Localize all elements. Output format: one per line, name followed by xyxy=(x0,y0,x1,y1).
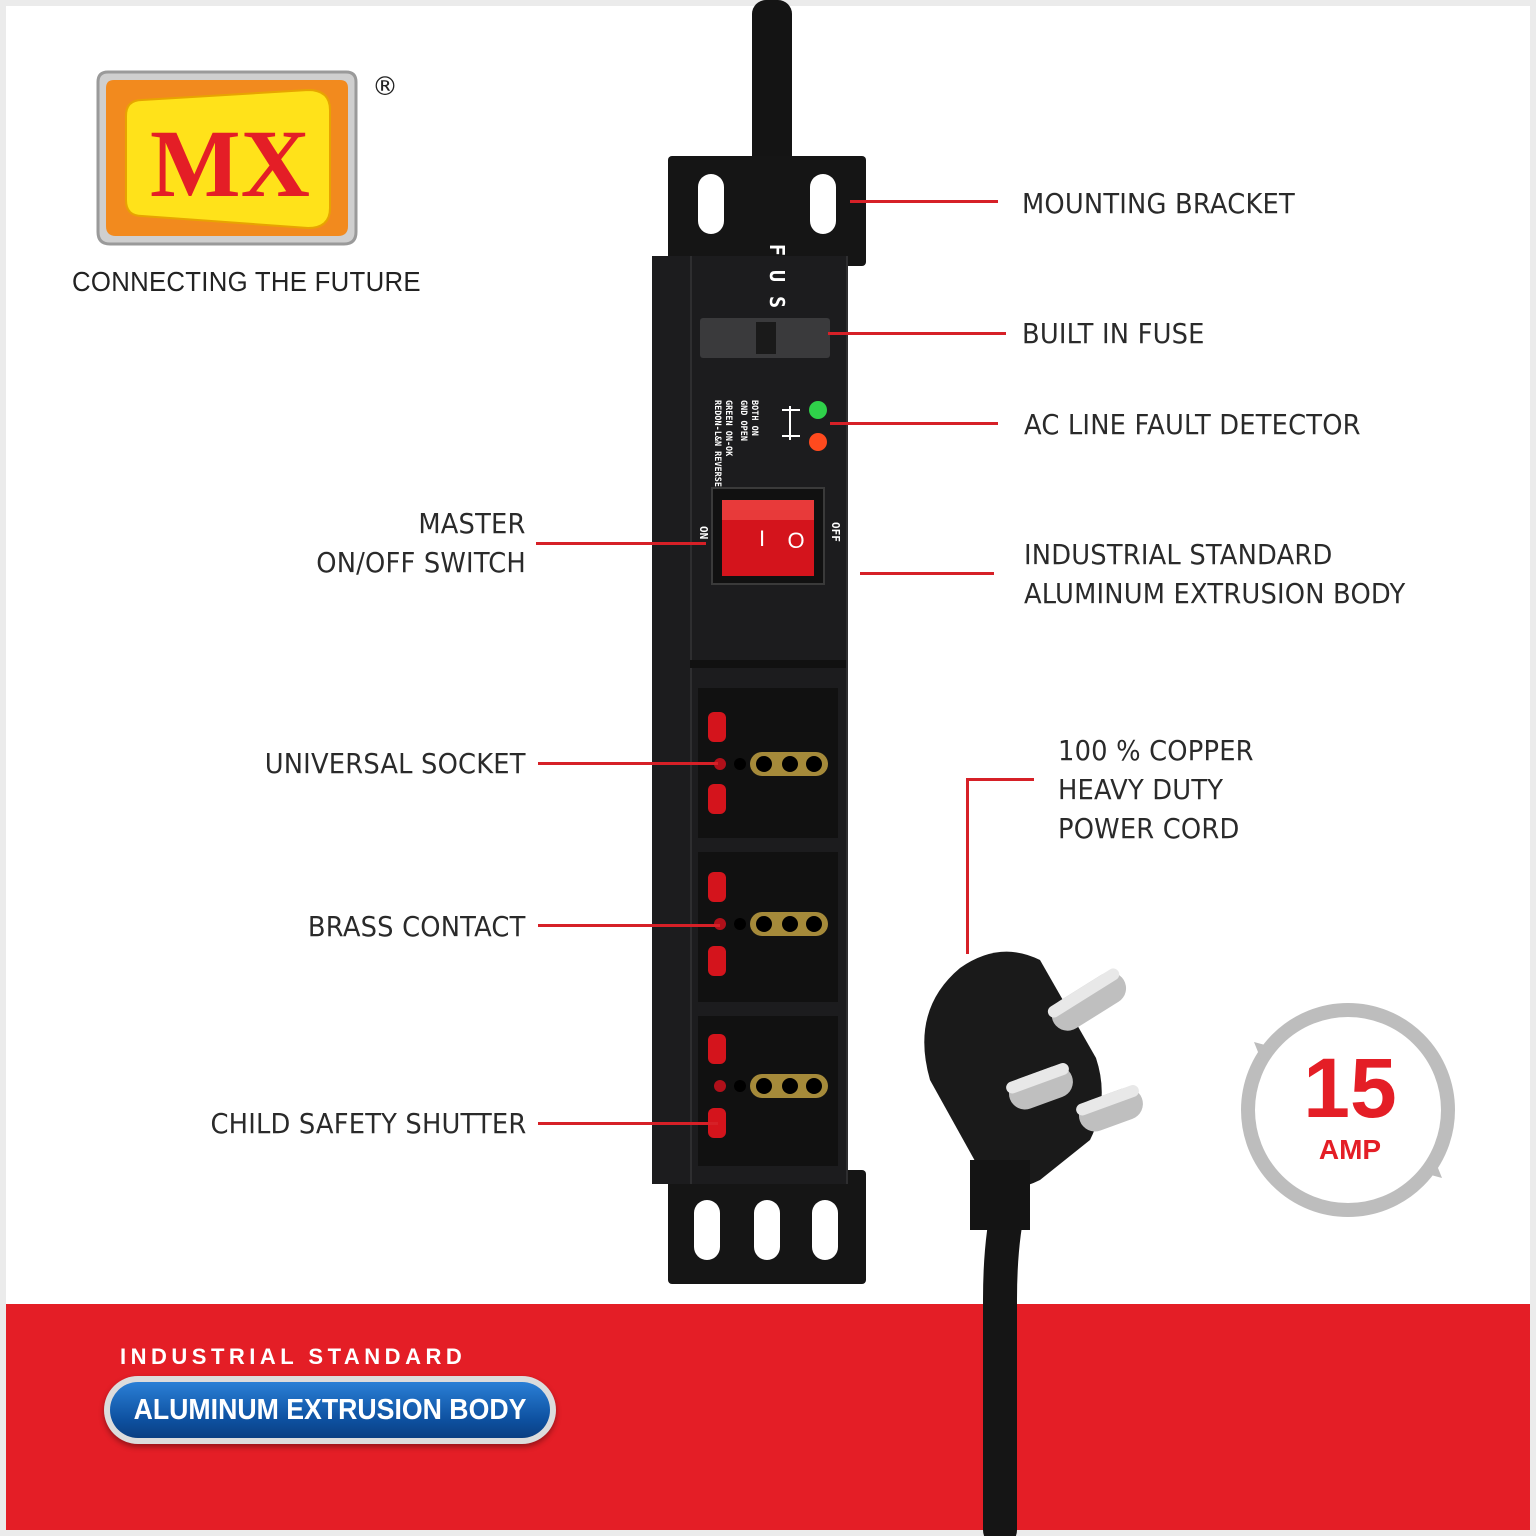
registered-mark: ® xyxy=(372,72,398,102)
amp-rating-ring xyxy=(1241,1003,1455,1217)
leader-mounting xyxy=(850,200,998,203)
three-pin-plug xyxy=(924,951,1143,1536)
leader-universal xyxy=(538,762,718,765)
svg-text:GREEN ON-OK: GREEN ON-OK xyxy=(723,400,733,457)
switch-on-label: ON xyxy=(697,526,710,539)
badge-pill: ALUMINUM EXTRUSION BODY xyxy=(104,1376,556,1444)
switch-off-label: OFF xyxy=(829,522,842,542)
amp-rating-value: 15 xyxy=(1303,1041,1397,1135)
fuse-holder xyxy=(700,318,830,358)
callout-cord-line1: 100 % COPPER xyxy=(1058,734,1254,767)
fault-detector-symbol xyxy=(782,406,800,440)
mounting-bracket-top xyxy=(668,156,866,266)
callout-built-in-fuse: BUILT IN FUSE xyxy=(1022,317,1205,350)
svg-text:I: I xyxy=(759,526,765,551)
callout-cord-line3: POWER CORD xyxy=(1058,812,1240,845)
logo-text: MX xyxy=(150,110,310,217)
mx-logo: MX xyxy=(96,70,358,246)
callout-child-safety: CHILD SAFETY SHUTTER xyxy=(210,1107,526,1140)
red-led xyxy=(809,433,827,451)
svg-text:O: O xyxy=(787,528,804,553)
fault-detector-legend: BOTH ON GND OPEN GREEN ON-OK REDON-L&N R… xyxy=(712,400,759,492)
socket-3 xyxy=(698,1016,838,1166)
leader-fuse xyxy=(828,332,1006,335)
master-switch[interactable]: I O xyxy=(711,487,825,585)
callout-brass-contact: BRASS CONTACT xyxy=(308,910,526,943)
svg-text:BOTH ON: BOTH ON xyxy=(749,400,759,436)
leader-shutter xyxy=(538,1122,718,1125)
leader-brass xyxy=(538,924,720,927)
leader-fault xyxy=(830,422,998,425)
callout-master-line1: MASTER xyxy=(418,507,526,540)
svg-text:GND OPEN: GND OPEN xyxy=(738,400,748,441)
badge-title: INDUSTRIAL STANDARD xyxy=(120,1344,467,1369)
mounting-bracket-bottom xyxy=(668,1170,866,1284)
callout-master-line2: ON/OFF SWITCH xyxy=(316,546,526,579)
socket-2 xyxy=(698,852,838,1002)
callout-cord-line2: HEAVY DUTY xyxy=(1058,773,1224,806)
callout-ac-line-fault: AC LINE FAULT DETECTOR xyxy=(1024,408,1361,441)
leader-body xyxy=(860,572,994,575)
callout-mounting-bracket: MOUNTING BRACKET xyxy=(1022,187,1295,220)
leader-cord-v xyxy=(966,778,969,954)
callout-universal-socket: UNIVERSAL SOCKET xyxy=(265,747,526,780)
svg-text:REDON-L&N REVERSED: REDON-L&N REVERSED xyxy=(712,400,722,492)
badge-pill-text: ALUMINUM EXTRUSION BODY xyxy=(133,1394,527,1426)
callout-body-line1: INDUSTRIAL STANDARD xyxy=(1024,538,1333,571)
callout-body-line2: ALUMINUM EXTRUSION BODY xyxy=(1024,577,1406,610)
green-led xyxy=(809,401,827,419)
amp-rating-unit: AMP xyxy=(1318,1134,1382,1165)
socket-1 xyxy=(698,688,838,838)
leader-master xyxy=(536,542,706,545)
leader-cord-h xyxy=(966,778,1034,781)
brand-tagline: CONNECTING THE FUTURE xyxy=(72,266,421,297)
